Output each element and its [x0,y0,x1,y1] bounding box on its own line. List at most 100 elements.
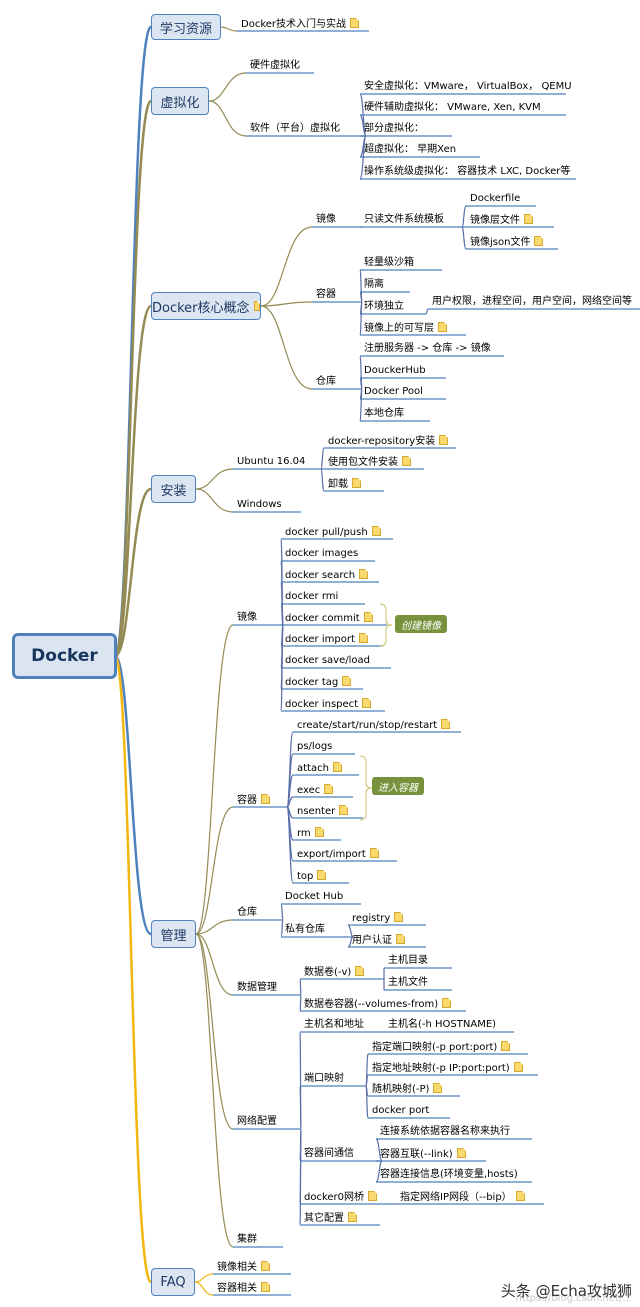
node-4-3-0-0[interactable]: 主机目录 [388,955,428,967]
branch-learn[interactable]: 学习资源 [151,14,221,40]
note-icon[interactable] [368,1191,378,1201]
node-4-3[interactable]: 数据管理 [237,982,277,994]
callout-create-image[interactable]: 创建镜像 [395,615,447,633]
branch-faq[interactable]: FAQ [151,1268,195,1296]
node-4-4-1[interactable]: 端口映射 [304,1073,344,1085]
note-icon[interactable] [369,848,379,858]
callout-enter-container[interactable]: 进入容器 [372,777,424,795]
note-icon[interactable] [442,998,452,1008]
note-icon[interactable] [359,569,369,579]
node-4-0-3[interactable]: docker rmi [285,591,338,603]
node-1-0[interactable]: 硬件虚拟化 [250,60,300,72]
node-2-1-1[interactable]: 隔离 [364,279,384,291]
node-4-2-1-0[interactable]: registry [352,912,404,925]
node-2-0-0-2[interactable]: 镜像json文件 [470,236,544,249]
note-icon[interactable] [438,322,447,332]
node-2-0-0-1[interactable]: 镜像层文件 [470,214,533,227]
node-4-0-4[interactable]: docker commit [285,612,373,625]
note-icon[interactable] [433,1083,443,1093]
node-4-0-5[interactable]: docker import [285,633,368,646]
note-icon[interactable] [534,236,544,246]
node-4-4-3-0[interactable]: 指定网络IP网段（--bip） [400,1191,525,1204]
node-2-0-0[interactable]: 只读文件系统模板 [364,214,444,226]
note-icon[interactable] [314,827,324,837]
node-4-1-0[interactable]: create/start/run/stop/restart [297,719,451,732]
note-icon[interactable] [515,1191,525,1201]
node-4-0-7[interactable]: docker tag [285,676,352,689]
node-4-4-4[interactable]: 其它配置 [304,1212,357,1225]
node-4-3-0-1[interactable]: 主机文件 [388,977,428,989]
branch-install[interactable]: 安装 [151,475,196,503]
note-icon[interactable] [355,966,365,976]
node-2-1-0[interactable]: 轻量级沙箱 [364,257,414,269]
node-1-1-1[interactable]: 硬件辅助虚拟化： VMware, Xen, KVM [364,102,541,114]
node-4-3-1[interactable]: 数据卷容器(--volumes-from) [304,998,452,1011]
node-4-4-3[interactable]: docker0网桥 [304,1191,378,1204]
note-icon[interactable] [439,435,449,445]
node-1-1-2[interactable]: 部分虚拟化： [364,123,424,135]
node-4-5[interactable]: 集群 [237,1234,257,1246]
node-4-0-8[interactable]: docker inspect [285,698,372,711]
note-icon[interactable] [402,456,411,466]
node-2-1-3[interactable]: 镜像上的可写层 [364,322,447,335]
node-4-4-2-1[interactable]: 容器互联(--link) [380,1148,466,1161]
node-3-0-1[interactable]: 使用包文件安装 [328,456,411,469]
node-4-4-2[interactable]: 容器间通信 [304,1148,354,1160]
node-4-2-1-1[interactable]: 用户认证 [352,934,405,947]
node-2-2-0[interactable]: 注册服务器 -> 仓库 -> 镜像 [364,343,491,355]
node-2-2-3[interactable]: 本地仓库 [364,408,404,420]
note-icon[interactable] [396,934,405,944]
node-4-1-2[interactable]: attach [297,762,342,775]
node-4-1[interactable]: 容器 [237,794,270,807]
note-icon[interactable] [342,676,352,686]
root-node[interactable]: Docker [12,633,117,679]
node-5-1[interactable]: 容器相关 [217,1282,270,1295]
node-4-4-2-0[interactable]: 连接系统依据容器名称来执行 [380,1126,510,1138]
node-2-0-0-0[interactable]: Dockerfile [470,193,520,205]
branch-virt[interactable]: 虚拟化 [151,87,209,115]
node-4-1-6[interactable]: export/import [297,848,379,861]
note-icon[interactable] [253,301,261,311]
node-4-1-7[interactable]: top [297,870,327,883]
node-4-2-1[interactable]: 私有仓库 [285,924,325,936]
node-2-1-2[interactable]: 环境独立 [364,301,404,313]
node-4-0-2[interactable]: docker search [285,569,369,582]
node-4-3-0[interactable]: 数据卷(-v) [304,966,365,979]
note-icon[interactable] [352,478,361,488]
node-2-2-2[interactable]: Docker Pool [364,386,423,398]
node-4-1-3[interactable]: exec [297,784,334,797]
note-icon[interactable] [501,1041,511,1051]
node-1-1-0[interactable]: 安全虚拟化：VMware， VirtualBox， QEMU [364,81,572,93]
note-icon[interactable] [362,698,372,708]
node-4-2-0[interactable]: Docket Hub [285,891,343,903]
node-4-0-6[interactable]: docker save/load [285,655,370,667]
node-5-0[interactable]: 镜像相关 [217,1261,270,1274]
node-4-2[interactable]: 仓库 [237,907,257,919]
node-3-0-0[interactable]: docker-repository安装 [328,435,449,448]
node-2-2-1[interactable]: DouckerHub [364,365,426,377]
node-4-4-2-2[interactable]: 容器连接信息(环境变量,hosts) [380,1169,518,1181]
note-icon[interactable] [339,805,349,815]
note-icon[interactable] [513,1062,523,1072]
node-1-1[interactable]: 软件（平台）虚拟化 [250,123,340,135]
note-icon[interactable] [348,1212,357,1222]
node-4-4-1-3[interactable]: docker port [372,1105,429,1117]
note-icon[interactable] [332,762,342,772]
node-1-1-4[interactable]: 操作系统级虚拟化： 容器技术 LXC, Docker等 [364,166,570,178]
node-4-4-0[interactable]: 主机名和地址 [304,1019,364,1031]
note-icon[interactable] [261,1282,270,1292]
node-2-2[interactable]: 仓库 [316,376,336,388]
node-4-4-1-0[interactable]: 指定端口映射(-p port:port) [372,1041,511,1054]
note-icon[interactable] [394,912,404,922]
note-icon[interactable] [350,18,360,28]
node-1-1-3[interactable]: 超虚拟化： 早期Xen [364,144,456,156]
node-4-1-1[interactable]: ps/logs [297,741,332,753]
note-icon[interactable] [441,719,451,729]
note-icon[interactable] [524,214,533,224]
note-icon[interactable] [371,526,381,536]
node-3-0-2[interactable]: 卸载 [328,478,361,491]
branch-manage[interactable]: 管理 [151,920,196,948]
node-2-1[interactable]: 容器 [316,289,336,301]
node-0-0[interactable]: Docker技术入门与实战 [241,18,360,31]
node-4-4-1-1[interactable]: 指定地址映射(-p IP:port:port) [372,1062,523,1075]
